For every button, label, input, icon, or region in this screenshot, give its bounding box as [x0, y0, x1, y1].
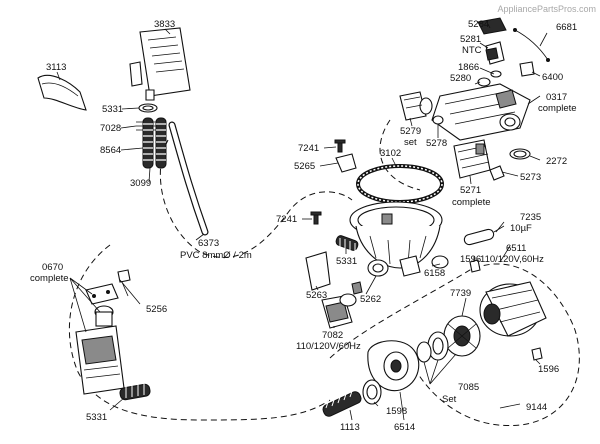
- part-5279-set: [399, 91, 433, 121]
- dashed-outline-sensor: [379, 119, 421, 191]
- part-3833-plate: [129, 27, 191, 101]
- label-3113: 3113: [46, 62, 66, 73]
- part-7085-seal-set: [416, 331, 449, 363]
- label-3102: 3102: [380, 148, 401, 159]
- label-5263: 5263: [306, 290, 327, 301]
- leader-lines: [56, 23, 548, 421]
- watermark-text: AppliancePartsPros.com: [497, 4, 596, 14]
- part-7235-capacitor: [463, 225, 505, 246]
- label-5256: 5256: [146, 304, 167, 315]
- part-labels: 3833 3113 5331 7028 8564 3099 6373 PVC 8…: [30, 19, 577, 433]
- label-7085-note: Set: [442, 394, 457, 405]
- label-6400: 6400: [542, 72, 563, 83]
- part-1866: [490, 70, 502, 78]
- part-0317-manifold: [431, 83, 531, 141]
- label-1596-a: 1596: [460, 254, 481, 265]
- part-5284: [477, 17, 507, 35]
- label-6514: 6514: [394, 422, 415, 433]
- label-6373-spec: PVC 8mmØ / 2m: [180, 250, 252, 261]
- part-5280: [477, 77, 491, 87]
- part-5278: [432, 115, 444, 125]
- label-0670-note: complete: [30, 273, 69, 284]
- part-5262: [367, 259, 389, 277]
- part-5263: [305, 251, 331, 291]
- label-0670: 0670: [42, 262, 63, 273]
- part-5273: [489, 165, 505, 181]
- label-6511-spec: 110/120V,60Hz: [480, 254, 544, 265]
- part-1596-clip-a: [469, 259, 481, 273]
- label-6373: 6373: [198, 238, 219, 249]
- part-1113-spring-hose: [322, 384, 362, 417]
- part-7082-drain-pump: [321, 293, 357, 329]
- label-1866: 1866: [458, 62, 479, 73]
- label-5280: 5280: [450, 73, 471, 84]
- label-5271: 5271: [460, 185, 481, 196]
- label-ntc: NTC: [462, 45, 482, 56]
- label-6681: 6681: [556, 22, 577, 33]
- part-8564-spring-pair: [142, 117, 167, 169]
- part-6511-circulation-motor: [479, 281, 547, 337]
- label-6511: 6511: [506, 243, 526, 254]
- label-1113: 1113: [340, 422, 360, 433]
- label-5278: 5278: [426, 138, 447, 149]
- part-6400: [519, 61, 535, 77]
- label-7082: 7082: [322, 330, 343, 341]
- part-2272-clamp: [509, 148, 531, 160]
- part-5271-assembly: [453, 139, 491, 179]
- dashed-outline-right: [329, 263, 580, 427]
- label-5273: 5273: [520, 172, 541, 183]
- label-7235: 7235: [520, 212, 541, 223]
- label-3099: 3099: [130, 178, 151, 189]
- label-5265: 5265: [294, 161, 315, 172]
- label-2272: 2272: [546, 156, 567, 167]
- label-6158: 6158: [424, 268, 445, 279]
- label-0317-note: complete: [538, 103, 577, 114]
- label-0317: 0317: [546, 92, 567, 103]
- label-7241-mid: 7241: [276, 214, 297, 225]
- part-0670-clip: [117, 269, 131, 283]
- part-0670-water-inlet: [75, 283, 125, 395]
- part-5331-spring-bottom: [119, 383, 151, 401]
- label-5281: 5281: [460, 34, 481, 45]
- part-7241-screw-top: [334, 139, 346, 153]
- label-7235-spec: 10µF: [510, 223, 532, 234]
- label-5262: 5262: [360, 294, 381, 305]
- label-7082-spec: 110/120V/60Hz: [296, 341, 361, 352]
- part-1596-clip-b: [531, 347, 543, 361]
- part-3102-seal-ring: [356, 164, 444, 204]
- label-5331-mid: 5331: [336, 256, 357, 267]
- part-5265: [335, 153, 357, 173]
- label-7241-top: 7241: [298, 143, 319, 154]
- label-5271-note: complete: [452, 197, 491, 208]
- label-9144: 9144: [526, 402, 547, 413]
- label-7028: 7028: [100, 123, 121, 134]
- label-7739: 7739: [450, 288, 471, 299]
- label-5331-top: 5331: [102, 104, 123, 115]
- part-7241-screw-mid: [310, 211, 322, 225]
- dashed-outline-left: [159, 139, 353, 258]
- label-8564: 8564: [100, 145, 121, 156]
- part-6158-sump-housing: [349, 201, 449, 277]
- label-7085: 7085: [458, 382, 479, 393]
- label-3833: 3833: [154, 19, 175, 30]
- part-7739-impeller: [443, 315, 481, 357]
- part-6681-wire: [514, 29, 549, 61]
- label-5279-note: set: [404, 137, 417, 148]
- label-5331-bottom: 5331: [86, 412, 107, 423]
- part-3113-cover: [37, 74, 87, 111]
- part-1598-ring: [362, 379, 382, 405]
- label-1598: 1598: [386, 406, 407, 417]
- part-5331-spring-mid: [335, 235, 359, 253]
- label-5279: 5279: [400, 126, 421, 137]
- label-1596-b: 1596: [538, 364, 559, 375]
- label-5284: 5284: [468, 19, 489, 30]
